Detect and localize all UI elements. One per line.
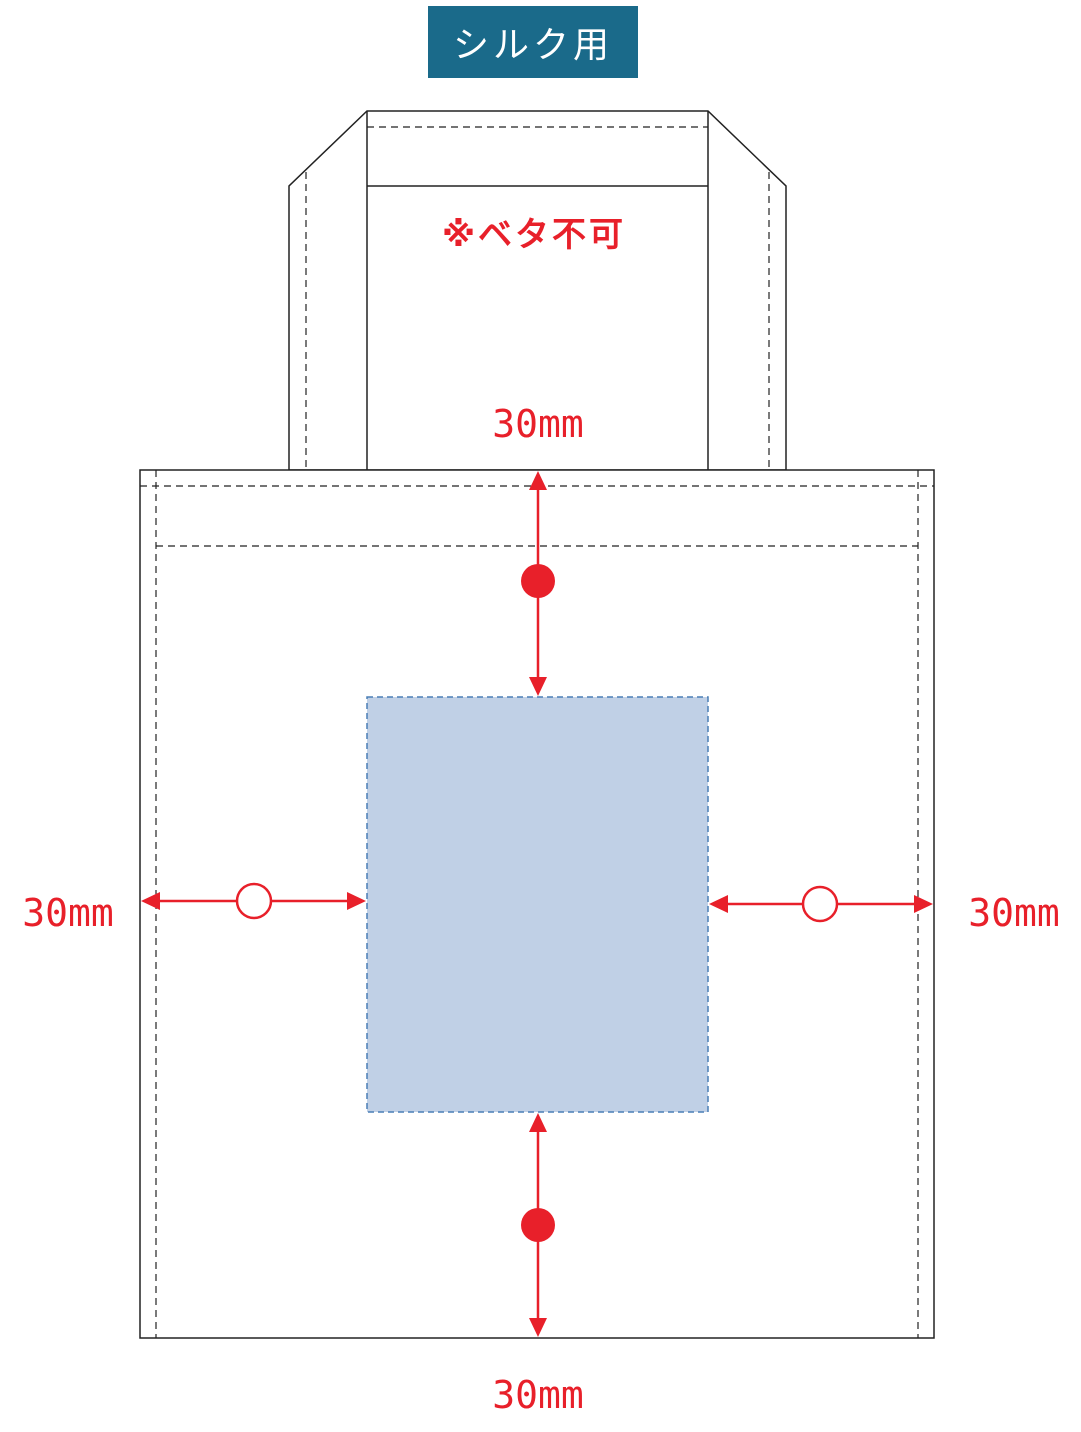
bottom-dimension-label: 30mm	[492, 1373, 584, 1417]
silk-print-badge: シルク用	[428, 6, 638, 78]
hollow-circle-icon	[801, 885, 839, 923]
right-dimension-label: 30mm	[968, 891, 1060, 935]
top-dimension-label: 30mm	[492, 402, 584, 446]
margin-arrows	[141, 471, 933, 1337]
bottom-arrow-head-up	[529, 1113, 547, 1132]
left-arrow-head-right	[347, 892, 366, 910]
right-arrow-head-right	[914, 895, 933, 913]
filled-circle-icon	[521, 1208, 555, 1242]
right-arrow-head-left	[709, 895, 728, 913]
bottom-arrow-head-down	[529, 1318, 547, 1337]
hollow-circle-icon	[235, 882, 273, 920]
top-arrow-head-down	[529, 677, 547, 696]
left-dimension-label: 30mm	[22, 891, 114, 935]
filled-circle-icon	[521, 564, 555, 598]
top-arrow-head-up	[529, 471, 547, 490]
print-area	[366, 696, 709, 1113]
left-arrow-head-left	[141, 892, 160, 910]
handle-note: ※ベタ不可	[442, 215, 626, 255]
